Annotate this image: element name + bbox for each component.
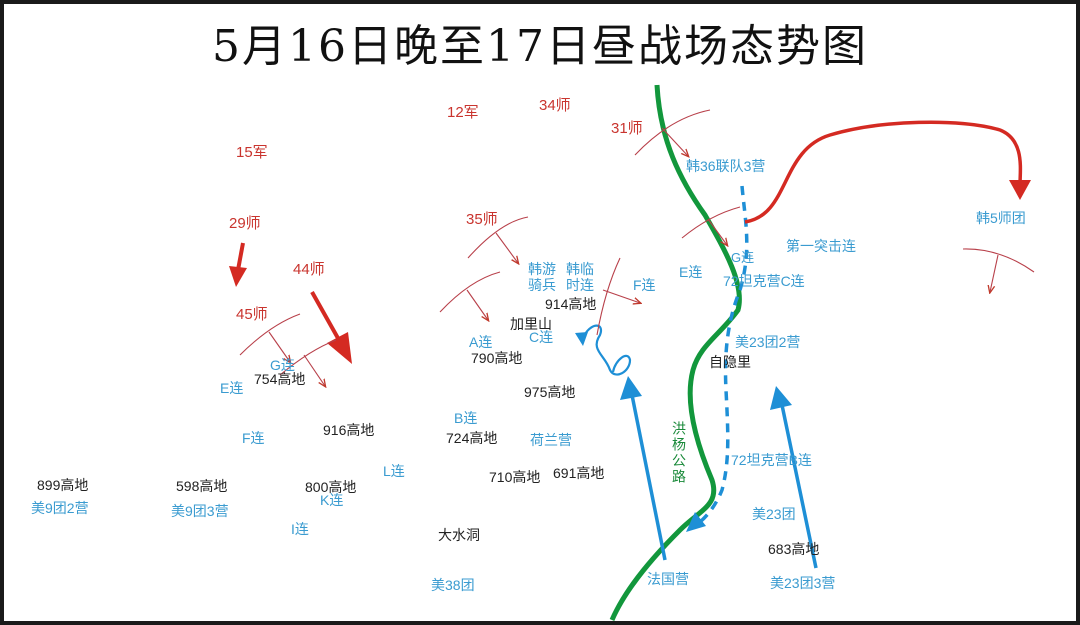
- unit-label: 荷兰营: [530, 432, 572, 448]
- unit-label: 第一突击连: [786, 238, 856, 254]
- unit-label: 韩5师团: [976, 210, 1026, 226]
- place-label: 598高地: [176, 478, 228, 494]
- map-title: 5月16日晚至17日昼战场态势图: [212, 21, 868, 72]
- place-label: 800高地: [305, 479, 357, 495]
- unit-label: 美38团: [431, 577, 475, 593]
- 44th-division-arrow: [310, 291, 341, 341]
- unit-label: 法国营: [647, 571, 689, 587]
- unit-label: 15军: [236, 144, 268, 161]
- place-label: 自隐里: [709, 354, 751, 370]
- unit-label: 35师: [466, 211, 498, 228]
- attack-fronts: [239, 109, 1035, 386]
- unit-label: A连: [469, 334, 493, 350]
- unit-label: 韩临时连: [566, 261, 594, 293]
- unit-label: 29师: [229, 215, 261, 232]
- unit-label: E连: [679, 264, 703, 280]
- unit-label: C连: [529, 329, 554, 345]
- retreat-route: [581, 324, 632, 376]
- place-label: 754高地: [254, 371, 306, 387]
- place-label: 724高地: [446, 430, 498, 446]
- french-battalion-arrow: [630, 394, 667, 561]
- tank-company-route: [698, 185, 749, 524]
- unit-label: 韩游骑兵: [528, 261, 556, 293]
- unit-label: 美23团2营: [735, 334, 801, 350]
- unit-label: 72坦克营B连: [731, 452, 812, 468]
- unit-label: 45师: [236, 306, 268, 323]
- 29th-division-arrow: [236, 242, 245, 271]
- arrowhead: [770, 386, 792, 410]
- unit-label: 44师: [293, 261, 325, 278]
- unit-label: 美9团3营: [171, 503, 229, 519]
- place-label: 914高地: [545, 296, 597, 312]
- place-label: 899高地: [37, 477, 89, 493]
- place-label: 691高地: [553, 465, 605, 481]
- unit-label: 美9团2营: [31, 500, 89, 516]
- unit-label: 美23团: [752, 506, 796, 522]
- battle-map: 5月16日晚至17日昼战场态势图 12军 34师 15军 31师 29师 44师…: [4, 4, 1076, 621]
- unit-label: 韩36联队3营: [686, 158, 766, 174]
- unit-label: E连: [220, 380, 244, 396]
- road-label: 洪杨公路: [671, 421, 687, 485]
- unit-label: G连: [731, 250, 755, 265]
- place-label: 大水洞: [438, 527, 480, 543]
- arrowhead: [686, 512, 706, 532]
- arrowhead: [327, 332, 352, 364]
- unit-label: K连: [320, 492, 344, 508]
- place-label: 加里山: [510, 316, 552, 332]
- place-label: 710高地: [489, 469, 541, 485]
- chinese-advance-route: [744, 120, 1023, 224]
- map-drawing: [229, 84, 1035, 621]
- unit-label: G连: [270, 357, 295, 373]
- unit-label: 12军: [447, 104, 479, 121]
- place-label: 790高地: [471, 350, 523, 366]
- place-label: 916高地: [323, 422, 375, 438]
- arrowhead: [1009, 180, 1031, 200]
- arrowhead: [575, 332, 588, 346]
- unit-label: 美23团3营: [770, 575, 836, 591]
- place-label: 975高地: [524, 384, 576, 400]
- unit-label: 34师: [539, 97, 571, 114]
- place-label: 683高地: [768, 541, 820, 557]
- unit-label: B连: [454, 410, 478, 426]
- 23rd-3rd-battalion-arrow: [780, 404, 818, 569]
- hongyang-road: [609, 84, 742, 621]
- arrowhead: [620, 376, 642, 400]
- unit-label: L连: [383, 463, 405, 479]
- unit-label: I连: [291, 521, 309, 537]
- unit-label: 72坦克营C连: [723, 273, 805, 289]
- unit-label: F连: [242, 430, 265, 446]
- unit-label: F连: [633, 277, 656, 293]
- arrowhead: [229, 266, 247, 287]
- unit-label: 31师: [611, 120, 643, 137]
